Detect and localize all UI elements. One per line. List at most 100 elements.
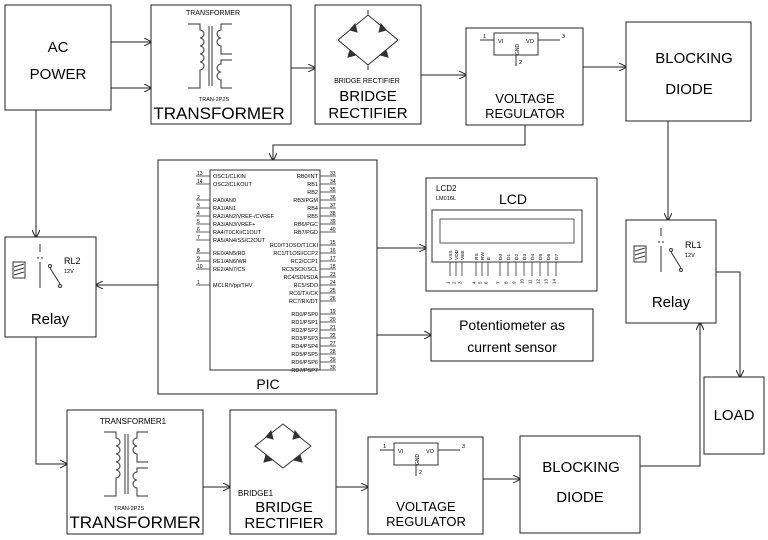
arrow-blocking-bottom-to-relay-right (640, 323, 700, 467)
blocking-top-box (625, 21, 752, 122)
lcd-part: LM016L (436, 196, 456, 202)
transformer-bottom-label: TRANSFORMER (69, 513, 200, 532)
pic-chip-symbol (209, 169, 321, 371)
svg-text:4: 4 (197, 211, 200, 217)
svg-text:RB3/PGM: RB3/PGM (293, 198, 318, 204)
svg-text:23: 23 (330, 272, 336, 278)
connectors (36, 42, 740, 487)
lcd-pin: D5 12 (536, 254, 544, 284)
svg-text:6: 6 (197, 227, 200, 233)
svg-text:5: 5 (478, 281, 483, 284)
regulator-bottom-pin3: 3 (462, 444, 465, 450)
svg-text:RA4/T0CKI/C1OUT: RA4/T0CKI/C1OUT (213, 230, 262, 236)
svg-text:RC3/SCK/SCL: RC3/SCK/SCL (282, 267, 318, 273)
svg-text:9: 9 (512, 281, 517, 284)
load-box (703, 376, 765, 455)
arrow-relay-right-to-load (716, 271, 740, 377)
svg-text:RD7/PSP7: RD7/PSP7 (291, 368, 318, 374)
svg-text:D1: D1 (506, 254, 512, 260)
relay-right-label: Relay (652, 294, 691, 311)
relay-left-rating: 12V (64, 269, 74, 275)
transformer-top-symbol (188, 23, 232, 89)
lcd-pin: D07 (496, 254, 504, 284)
lcd-label: LCD (499, 191, 527, 207)
relay-right-ref: RL1 (685, 240, 702, 250)
svg-text:21: 21 (330, 325, 336, 331)
bridge-bottom-line1: BRIDGE (255, 499, 313, 516)
svg-text:11: 11 (528, 279, 533, 284)
lcd-pin: RS4 (472, 253, 480, 284)
svg-text:6: 6 (484, 281, 489, 284)
regulator-bottom-symbol (380, 442, 460, 476)
regulator-top-line1: VOLTAGE (495, 91, 555, 106)
ac-power-box (4, 4, 112, 111)
svg-text:VEE: VEE (460, 250, 466, 260)
regulator-top-line2: REGULATOR (485, 106, 565, 121)
svg-text:38: 38 (330, 211, 336, 217)
svg-text:D3: D3 (522, 254, 528, 260)
transformer-bottom-part: TRAN-2P2S (114, 506, 145, 512)
relay-left-box (4, 236, 97, 338)
svg-text:18: 18 (330, 264, 336, 270)
potentiometer-line1: Potentiometer as (459, 317, 565, 333)
potentiometer-line2: current sensor (467, 339, 557, 355)
lcd-pin: E6 (484, 257, 492, 284)
svg-text:1: 1 (197, 280, 200, 286)
regulator-bottom-line1: VOLTAGE (396, 499, 456, 514)
svg-text:E: E (486, 257, 492, 260)
blocking-top-line2: DIODE (665, 81, 713, 98)
svg-text:RE0/AN5/RD: RE0/AN5/RD (213, 251, 245, 257)
bridge-bottom-line2: RECTIFIER (244, 515, 323, 532)
lcd-pin: VEE 3 (458, 250, 466, 284)
svg-text:RA3/AN3/VREF+: RA3/AN3/VREF+ (213, 222, 255, 228)
svg-text:VSS: VSS (448, 250, 454, 260)
relay-right-box (625, 219, 717, 324)
blocking-top-line1: BLOCKING (655, 50, 733, 67)
svg-text:37: 37 (330, 203, 336, 209)
potentiometer-box (430, 308, 594, 362)
svg-text:D5: D5 (538, 254, 544, 260)
svg-text:12: 12 (536, 278, 541, 284)
svg-text:26: 26 (330, 296, 336, 302)
regulator-top-vi: VI (498, 39, 504, 45)
svg-text:3: 3 (458, 281, 463, 284)
pic-box (157, 159, 378, 395)
bridge-bottom-symbol (254, 423, 312, 469)
svg-text:28: 28 (330, 349, 336, 355)
relay-left-label: Relay (31, 311, 70, 328)
svg-text:22: 22 (330, 333, 336, 339)
svg-text:36: 36 (330, 195, 336, 201)
svg-text:RB2: RB2 (307, 190, 318, 196)
blocking-bottom-box (519, 435, 641, 534)
svg-text:14: 14 (552, 278, 557, 284)
svg-text:RD2/PSP2: RD2/PSP2 (291, 328, 318, 334)
transformer-bottom-header: TRANSFORMER1 (100, 417, 167, 426)
svg-text:RS: RS (474, 253, 480, 260)
svg-text:RD1/PSP1: RD1/PSP1 (291, 320, 318, 326)
